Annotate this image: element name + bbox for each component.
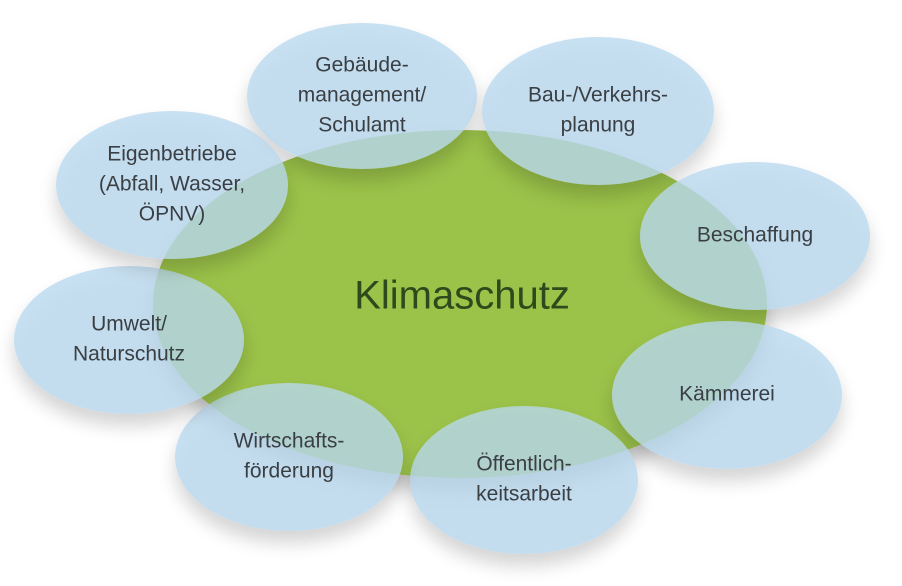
- petal-gebaeudemanagement-label-line: management/: [298, 84, 427, 107]
- petal-bau-verkehrsplanung-label-line: Bau-/Verkehrs-: [528, 84, 668, 107]
- petal-wirtschaftsfoerderung-label-line: förderung: [244, 460, 334, 483]
- petal-kaemmerei-ellipse: [612, 321, 842, 469]
- petal-eigenbetriebe-label-line: (Abfall, Wasser,: [99, 173, 245, 196]
- petal-eigenbetriebe-label-line: ÖPNV): [139, 203, 206, 226]
- petal-wirtschaftsfoerderung-ellipse: [175, 383, 403, 531]
- petal-nodes: Gebäude-management/SchulamtBau-/Verkehrs…: [14, 23, 870, 554]
- petal-oeffentlichkeitsarbeit-label-line: keitsarbeit: [476, 483, 572, 506]
- petal-kaemmerei: Kämmerei: [612, 321, 842, 469]
- petal-eigenbetriebe: Eigenbetriebe (Abfall, Wasser, ÖPNV): [56, 111, 288, 259]
- petal-umwelt-naturschutz: Umwelt/Naturschutz: [14, 266, 244, 414]
- petal-umwelt-naturschutz-label-line: Naturschutz: [73, 343, 185, 366]
- petal-eigenbetriebe-ellipse: [56, 111, 288, 259]
- petal-gebaeudemanagement-ellipse: [247, 23, 477, 169]
- petal-gebaeudemanagement-label-line: Gebäude-: [315, 54, 408, 77]
- petal-oeffentlichkeitsarbeit-ellipse: [410, 406, 638, 554]
- petal-wirtschaftsfoerderung-label-line: Wirtschafts-: [234, 430, 345, 453]
- petal-wirtschaftsfoerderung: Wirtschafts-förderung: [175, 383, 403, 531]
- petal-beschaffung-ellipse: [640, 162, 870, 310]
- petal-umwelt-naturschutz-ellipse: [14, 266, 244, 414]
- petal-gebaeudemanagement-label-line: Schulamt: [318, 114, 406, 137]
- petal-bau-verkehrsplanung-ellipse: [482, 37, 714, 185]
- petal-kaemmerei-label-line: Kämmerei: [679, 383, 775, 406]
- petal-bau-verkehrsplanung: Bau-/Verkehrs-planung: [482, 37, 714, 185]
- petal-eigenbetriebe-label-line: Eigenbetriebe: [107, 143, 237, 166]
- center-label: Klimaschutz: [354, 274, 570, 318]
- petal-beschaffung: Beschaffung: [640, 162, 870, 310]
- petal-beschaffung-label-line: Beschaffung: [697, 224, 813, 247]
- petal-gebaeudemanagement: Gebäude-management/Schulamt: [247, 23, 477, 169]
- petal-umwelt-naturschutz-label-line: Umwelt/: [91, 313, 167, 336]
- petal-oeffentlichkeitsarbeit-label-line: Öffentlich-: [476, 453, 571, 476]
- petal-oeffentlichkeitsarbeit: Öffentlich-keitsarbeit: [410, 406, 638, 554]
- petal-bau-verkehrsplanung-label-line: planung: [561, 114, 636, 137]
